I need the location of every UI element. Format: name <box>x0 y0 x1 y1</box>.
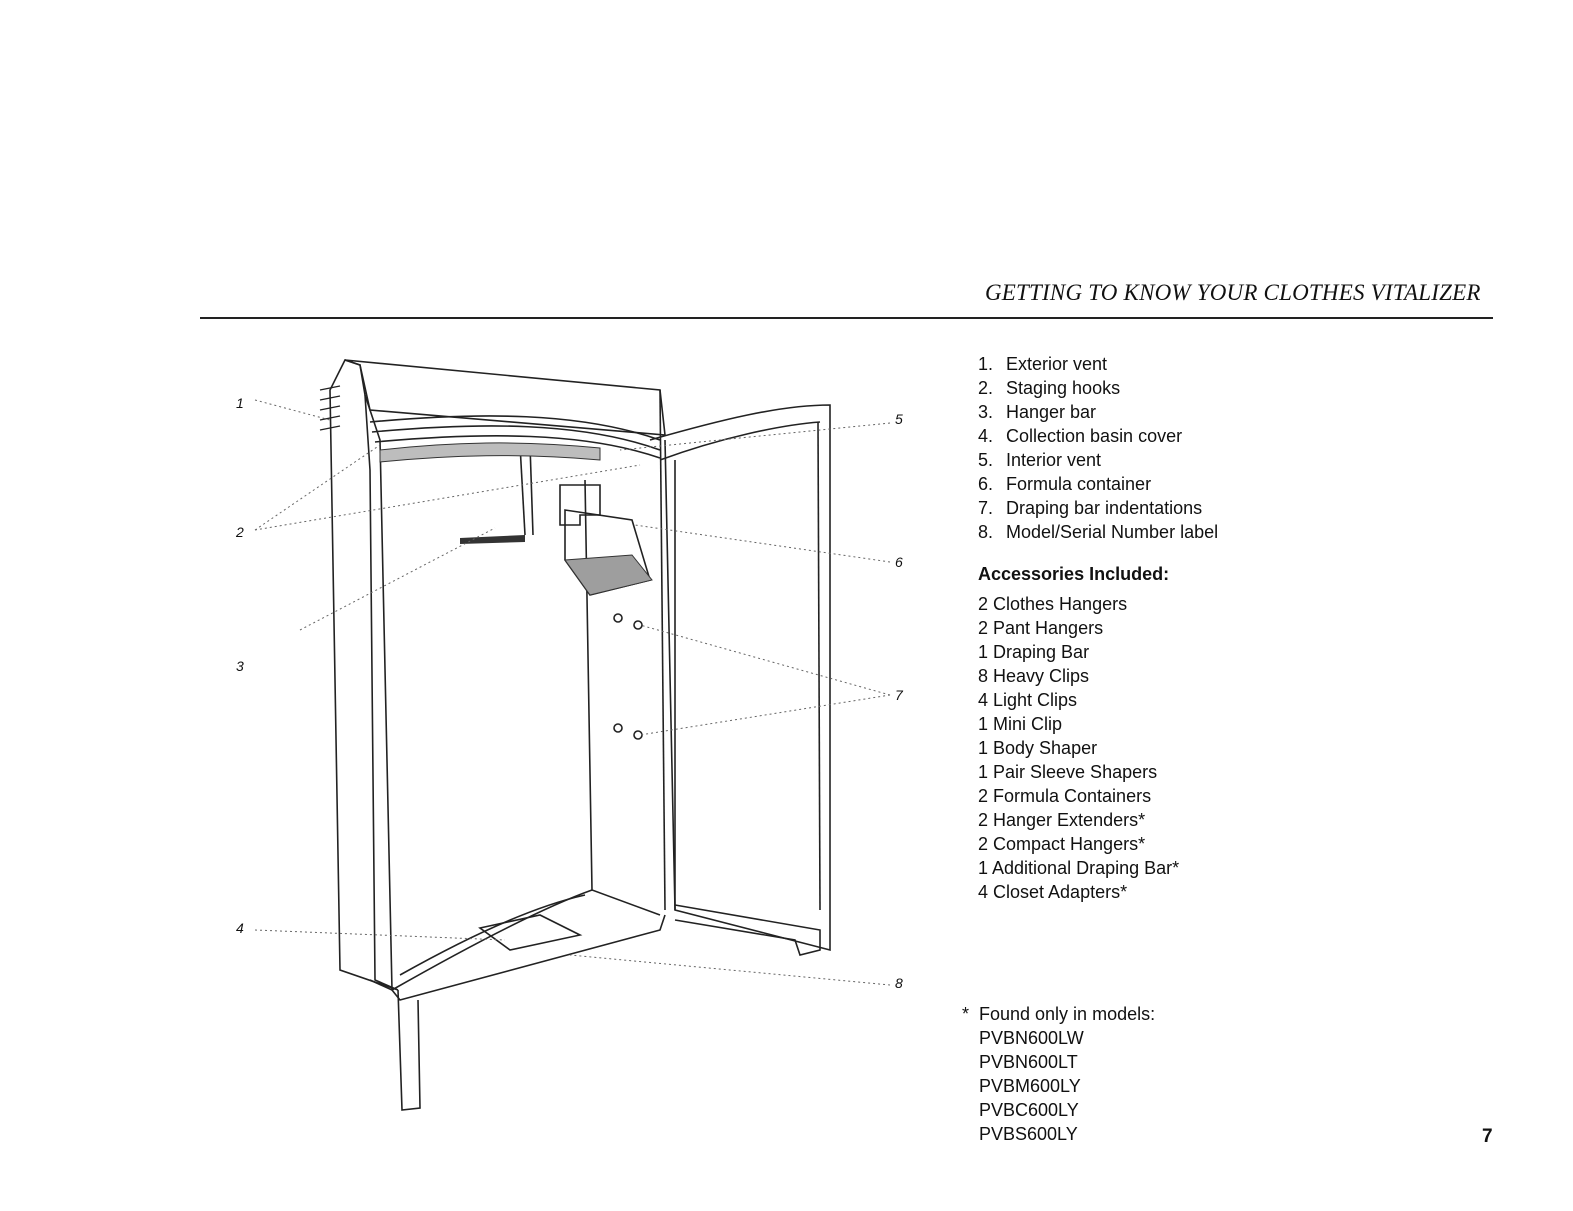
exterior-vent <box>319 385 341 431</box>
list-item: 8.Model/Serial Number label <box>978 522 1219 542</box>
callout-8: 8 <box>895 975 903 991</box>
callout-1: 1 <box>236 395 244 411</box>
list-item: 2 Clothes Hangers <box>978 594 1128 614</box>
callout-5: 5 <box>895 411 903 427</box>
list-item: 1 Additional Draping Bar* <box>978 858 1180 878</box>
leader-line-6 <box>634 524 891 563</box>
parts-list: 1.Exterior vent 2.Staging hooks 3.Hanger… <box>978 352 1218 544</box>
list-item: PVBC600LY <box>979 1100 1079 1120</box>
door-frame <box>649 404 831 952</box>
callout-2: 2 <box>236 524 244 540</box>
leader-line-3 <box>299 527 496 631</box>
accessories-list: 2 Clothes Hangers 2 Pant Hangers 1 Drapi… <box>978 592 1179 904</box>
cabinet-top-panel <box>344 359 666 436</box>
list-item: 1 Body Shaper <box>978 738 1098 758</box>
list-item: 4.Collection basin cover <box>978 426 1183 446</box>
list-item: 1.Exterior vent <box>978 354 1108 374</box>
list-item: PVBM600LY <box>979 1076 1081 1096</box>
indentation <box>633 620 643 630</box>
formula-container <box>559 484 601 526</box>
door-bottom-shelf <box>674 904 821 956</box>
list-item: 6.Formula container <box>978 474 1152 494</box>
header-rule <box>200 317 1493 319</box>
leader-line-7 <box>639 624 891 696</box>
list-item: 8 Heavy Clips <box>978 666 1090 686</box>
footnote: * Found only in models: <box>962 1002 1155 1026</box>
list-item: 1 Pair Sleeve Shapers <box>978 762 1158 782</box>
accessories-heading: Accessories Included: <box>978 564 1170 584</box>
leader-line-5 <box>619 422 891 451</box>
page-number: 7 <box>1482 1126 1493 1147</box>
leader-line-2 <box>254 444 381 531</box>
list-item: 1 Mini Clip <box>978 714 1063 734</box>
cabinet-back-wall <box>584 479 661 916</box>
list-item: PVBN600LT <box>979 1052 1078 1072</box>
interior-vent <box>379 442 601 463</box>
list-item: PVBN600LW <box>979 1028 1084 1048</box>
model-list: PVBN600LW PVBN600LT PVBM600LY PVBC600LY … <box>979 1026 1084 1146</box>
leader-line-4 <box>254 929 506 941</box>
list-item: 4 Closet Adapters* <box>978 882 1128 902</box>
page-title: GETTING TO KNOW YOUR CLOTHES VITALIZER <box>985 280 1481 305</box>
leader-line-1 <box>254 399 331 421</box>
draping-bar <box>460 535 525 544</box>
list-item: 5.Interior vent <box>978 450 1102 470</box>
footnote-marker: * <box>962 1004 970 1024</box>
callout-6: 6 <box>895 554 903 570</box>
list-item: 7.Draping bar indentations <box>978 498 1203 518</box>
list-item: 2.Staging hooks <box>978 378 1121 398</box>
list-item: 4 Light Clips <box>978 690 1078 710</box>
hanger-bar <box>519 444 526 536</box>
indentation <box>633 730 643 740</box>
indentation <box>613 613 623 623</box>
list-item: 1 Draping Bar <box>978 642 1090 662</box>
formula-container-tray <box>564 554 653 596</box>
cabinet-floor <box>391 889 593 991</box>
list-item: PVBS600LY <box>979 1124 1078 1144</box>
indentation <box>613 723 623 733</box>
cabinet-top-arch <box>369 415 661 441</box>
cabinet-base <box>391 914 666 1001</box>
list-item: 2 Pant Hangers <box>978 618 1104 638</box>
cabinet-front-frame <box>364 394 393 992</box>
callout-4: 4 <box>236 920 244 936</box>
list-item: 2 Compact Hangers* <box>978 834 1146 854</box>
collection-basin-cover <box>478 914 583 951</box>
callout-3: 3 <box>236 658 244 674</box>
list-item: 2 Formula Containers <box>978 786 1152 806</box>
list-item: 3.Hanger bar <box>978 402 1097 422</box>
footnote-text: Found only in models: <box>979 1004 1156 1024</box>
cabinet-diagram <box>254 359 891 1111</box>
leader-line-8 <box>569 954 891 986</box>
list-item: 2 Hanger Extenders* <box>978 810 1146 830</box>
callout-7: 7 <box>895 687 903 703</box>
